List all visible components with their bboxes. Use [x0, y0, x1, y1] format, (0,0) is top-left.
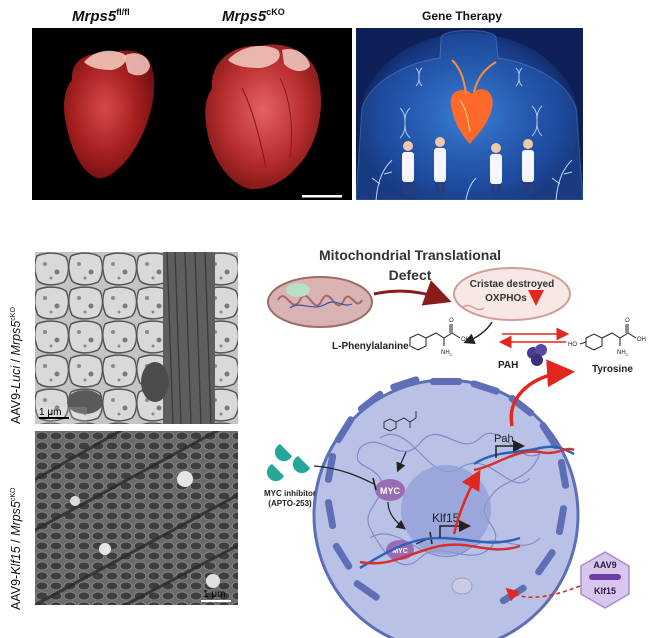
- healthy-mitochondrion: [267, 276, 373, 328]
- inhibition-bar: [372, 477, 377, 491]
- aav9-delivery-arrow: [505, 585, 581, 602]
- aav9-label: AAV9: [593, 560, 616, 570]
- oxphos-text: OXPHOs: [485, 293, 527, 304]
- inhibitor-label: MYC inhibitor: [264, 489, 316, 498]
- label-sup: cKO: [9, 307, 17, 321]
- em-micrograph-bottom: 1 μm: [35, 431, 238, 605]
- tyr-nh2-label: NH2: [617, 350, 629, 357]
- label-vector: Luci: [9, 365, 23, 389]
- genotype-sup: cKO: [266, 7, 285, 17]
- label-mrps5-flfl: Mrps5fl/fl: [72, 7, 130, 25]
- diagram-title-line1: Mitochondrial Translational: [319, 247, 501, 263]
- tyr-o-label: O: [625, 318, 630, 324]
- photo-scale-bar: [302, 195, 342, 198]
- tyrosine-label: Tyrosine: [592, 364, 633, 375]
- scale-label-bottom: 1 μm: [203, 589, 225, 600]
- aav9-vector-icon: [580, 551, 630, 609]
- heart-cko: [205, 44, 322, 190]
- klf15-dna: [359, 520, 521, 570]
- vector-complex-icon: [451, 577, 473, 595]
- plant-decor: [371, 159, 573, 200]
- klf15-gene-label: Klf15: [432, 511, 460, 525]
- defect-arrow: [373, 280, 452, 306]
- em-bottom-label: AAV9-Klf15 / Mrps5cKO: [9, 488, 23, 610]
- inhibitor-sub-label: (APTO-253): [268, 499, 312, 508]
- pah-gene-label: Pah: [494, 433, 514, 445]
- klf15-to-pah-arrow: [452, 469, 481, 535]
- heart-flfl: [64, 50, 155, 179]
- pah-dna: [473, 440, 575, 472]
- tyr-ho-label: HO: [568, 342, 577, 348]
- diagram-title-line2: Defect: [389, 267, 432, 283]
- gene-therapy-panel: [356, 28, 583, 200]
- nucleus: [312, 376, 580, 638]
- doctor-figures: [402, 137, 534, 194]
- myc-to-dna-arrow: [387, 501, 406, 530]
- label-sup: cKO: [9, 487, 17, 502]
- label-gene: Mrps5: [9, 320, 23, 356]
- tyrosine-structure: [579, 324, 637, 351]
- myc-label: MYC: [380, 486, 401, 496]
- pah-enzyme-label: PAH: [498, 360, 518, 371]
- em-top-label: AAV9-Luci / Mrps5cKO: [9, 307, 23, 424]
- gene-therapy-title: Gene Therapy: [422, 9, 503, 23]
- gene-therapy-illustration: [356, 28, 583, 200]
- myc-protein-icon: [375, 479, 405, 501]
- phe-nh2-label: NH2: [441, 350, 453, 357]
- em-image-bottom: 1 μm: [35, 431, 238, 605]
- illustrated-heart: [450, 59, 497, 144]
- phenylalanine-label: L-Phenylalanine: [332, 341, 409, 352]
- aav9-klf15-label: Klf15: [594, 586, 616, 596]
- cristae-text: Cristae destroyed: [470, 279, 554, 290]
- gene-name: Mrps5: [72, 8, 117, 25]
- phe-in-nucleus: [383, 411, 417, 432]
- heart-photos-illustration: [64, 44, 342, 198]
- mechanism-diagram: Mitochondrial Translational Defect Crist…: [264, 247, 646, 638]
- label-mrps5-cko: Mrps5cKO: [222, 7, 285, 25]
- myc-bound-label: MYC: [392, 548, 408, 555]
- genotype-sup: fl/fl: [116, 7, 130, 17]
- pah-output-arrow: [509, 359, 575, 427]
- phe-o-label: O: [449, 318, 454, 324]
- label-prefix: AAV9-: [9, 574, 23, 610]
- label-sep: /: [9, 535, 23, 547]
- em-image-top: 1 μm: [35, 252, 238, 424]
- label-vector: Klf15: [9, 546, 23, 575]
- scale-label-top: 1 μm: [39, 407, 61, 418]
- pah-enzyme-icon: [527, 344, 547, 366]
- tyr-oh-label: OH: [637, 337, 646, 343]
- gene-name: Mrps5: [222, 8, 267, 25]
- inhibition-line: [313, 465, 375, 485]
- phe-oh-label: OH: [461, 337, 470, 343]
- label-sep: /: [9, 355, 23, 366]
- label-prefix: AAV9-: [9, 388, 23, 424]
- phenylalanine-structure: [409, 324, 461, 351]
- damaged-mitochondrion: [453, 267, 571, 321]
- phe-to-myc-arrow: [396, 451, 407, 473]
- dna-decor: [399, 67, 543, 139]
- heart-photo-panel: [32, 28, 352, 200]
- myc-inhibitor-icon: [266, 444, 310, 482]
- label-gene: Mrps5: [9, 501, 23, 536]
- phe-arrow: [463, 321, 493, 345]
- em-micrograph-top: 1 μm: [35, 252, 238, 424]
